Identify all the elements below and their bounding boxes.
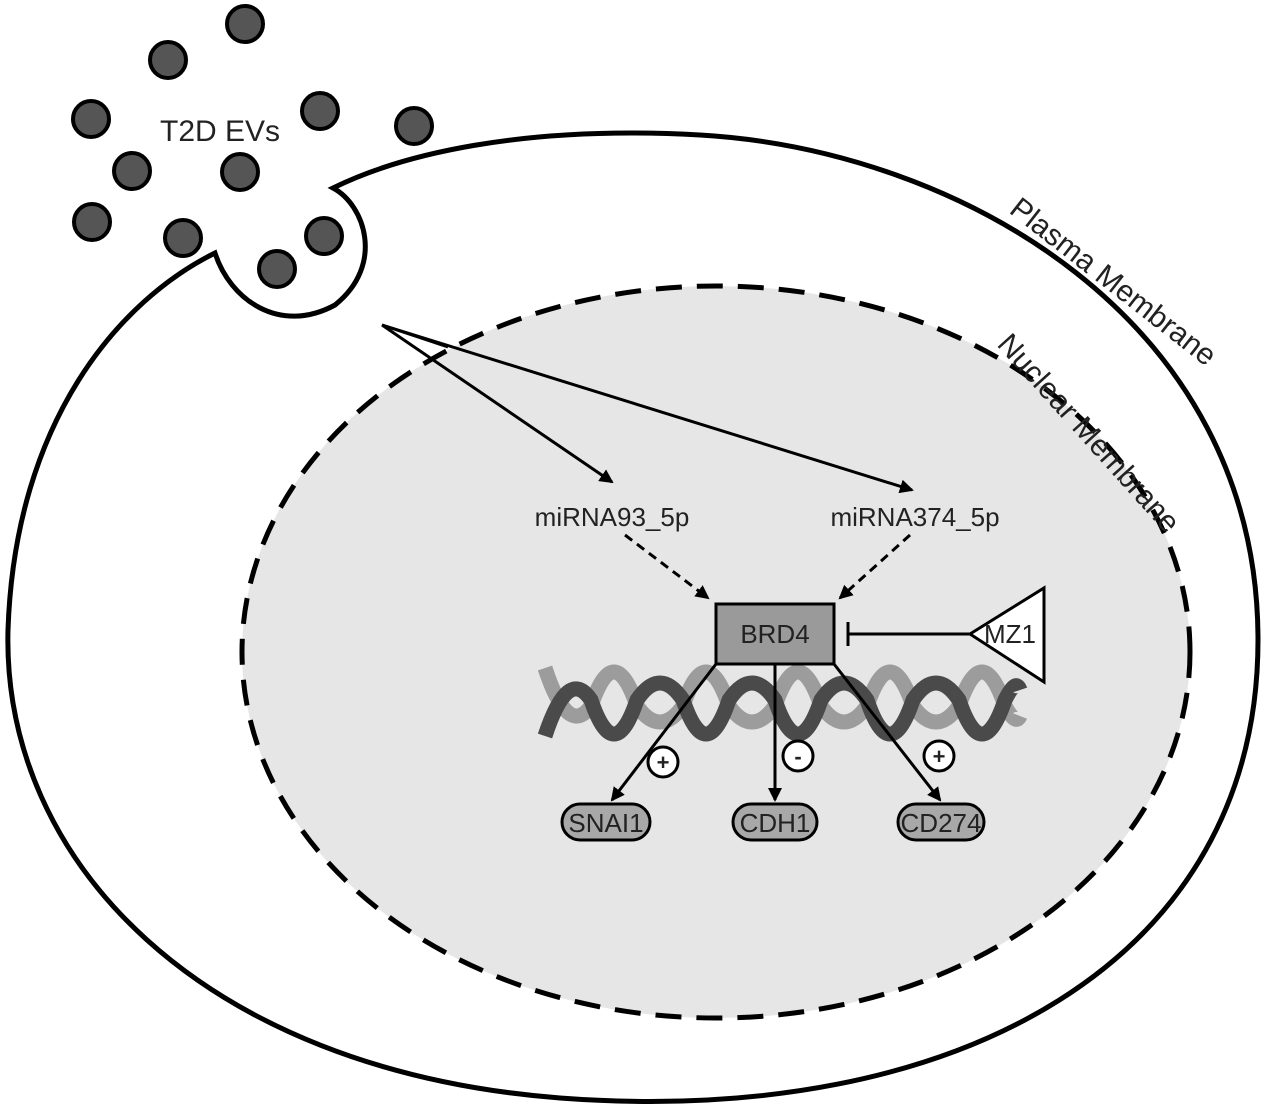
- brd4-box: [714, 602, 836, 666]
- gene-b-pill: [731, 802, 819, 842]
- vesicle: [163, 218, 203, 258]
- sign-b: -: [794, 744, 801, 769]
- gene-a-pill: [560, 802, 652, 842]
- dashed-arrow-b: [838, 533, 912, 600]
- sign-c: +: [933, 744, 946, 769]
- mz1-label: MZ1: [984, 619, 1036, 649]
- sign-a: +: [657, 750, 670, 775]
- regulation-arrows: [610, 663, 942, 802]
- vesicle: [112, 151, 152, 191]
- vesicle: [394, 106, 434, 146]
- gene-a-label: SNAI1: [568, 808, 643, 838]
- gene-c-label: CD274: [901, 808, 982, 838]
- sign-badge-a: +: [646, 745, 680, 779]
- evs-label: T2D EVs: [160, 115, 280, 148]
- vesicle: [257, 249, 297, 289]
- vesicles: [71, 4, 434, 289]
- sign-badge-c: +: [922, 739, 956, 773]
- vesicle: [304, 216, 344, 256]
- vesicle: [300, 91, 340, 131]
- mirna-b-label: miRNA374_5p: [830, 502, 999, 532]
- vesicle: [71, 99, 111, 139]
- mirna-a-label: miRNA93_5p: [535, 502, 690, 532]
- arrow-to-mirna-a: [381, 323, 614, 484]
- arrow-branch-a: [381, 323, 449, 349]
- vesicle: [225, 4, 265, 44]
- arrow-to-mirna-b: [381, 323, 914, 494]
- entry-arrows: [381, 323, 914, 494]
- gene-c-pill: [896, 802, 986, 842]
- mz1-triangle: [967, 585, 1046, 685]
- vesicle: [220, 152, 260, 192]
- dna-strand-dark: [537, 675, 1028, 742]
- sign-badge-b: -: [781, 739, 815, 773]
- vesicle: [72, 202, 112, 242]
- dna-helix: [537, 664, 1028, 742]
- gene-b-label: CDH1: [740, 808, 811, 838]
- dashed-arrow-a: [624, 533, 710, 600]
- arrow-to-gene-c: [832, 663, 942, 802]
- arrow-to-gene-a: [610, 663, 718, 802]
- brd4-label: BRD4: [740, 619, 809, 649]
- dashed-arrows: [624, 533, 912, 600]
- vesicle: [148, 40, 188, 80]
